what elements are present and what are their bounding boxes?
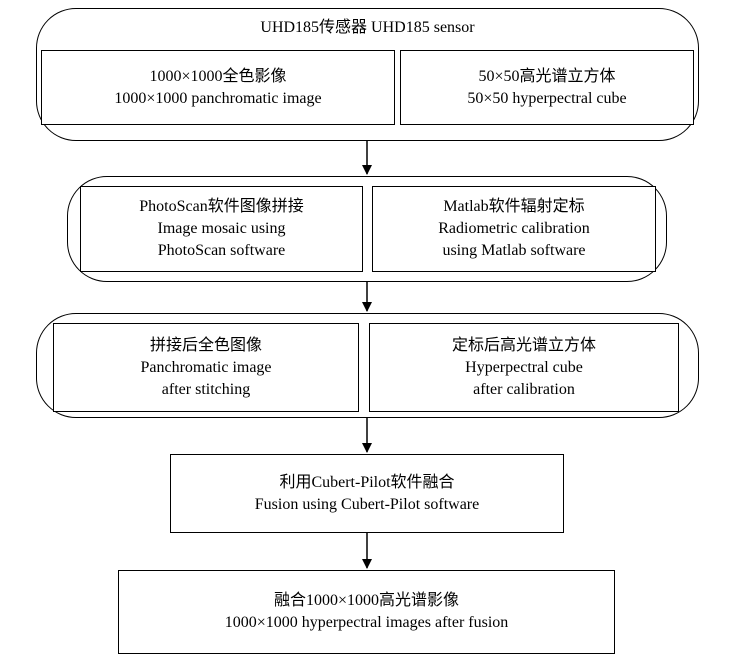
hyperspectral-cube-box: 50×50高光谱立方体 50×50 hyperpectral cube — [400, 50, 694, 125]
cube-label-en: 50×50 hyperpectral cube — [467, 89, 627, 107]
mosaic-label-en-2: PhotoScan software — [157, 242, 286, 259]
pan-label-cn: 1000×1000全色影像 — [149, 67, 287, 85]
fusion-label-en: Fusion using Cubert-Pilot software — [254, 495, 480, 513]
stitched-label-en-1: Panchromatic image — [140, 358, 272, 376]
processing-group — [67, 176, 667, 282]
panchromatic-image-box: 1000×1000全色影像 1000×1000 panchromatic ima… — [41, 50, 395, 125]
stitched-label-en-2: after stitching — [161, 380, 251, 398]
calibration-label-cn: Matlab软件辐射定标 — [443, 198, 585, 215]
calibration-label-en-2: using Matlab software — [442, 242, 586, 259]
result-label-cn: 融合1000×1000高光谱影像 — [273, 592, 460, 609]
calibrated-label-en-2: after calibration — [473, 380, 575, 398]
calibrated-label-en-1: Hyperpectral cube — [465, 358, 583, 376]
cube-label-cn: 50×50高光谱立方体 — [478, 67, 616, 85]
result-label-en: 1000×1000 hyperpectral images after fusi… — [224, 614, 509, 631]
stitched-panchromatic-box: 拼接后全色图像 Panchromatic image after stitchi… — [53, 323, 359, 412]
pan-label-en: 1000×1000 panchromatic image — [114, 89, 322, 107]
fusion-label-cn: 利用Cubert-Pilot软件融合 — [279, 473, 455, 491]
calibrated-label-cn: 定标后高光谱立方体 — [451, 336, 596, 354]
outputs-group — [36, 313, 699, 418]
fusion-box: 利用Cubert-Pilot软件融合 Fusion using Cubert-P… — [170, 454, 564, 533]
image-mosaic-box: PhotoScan软件图像拼接 Image mosaic using Photo… — [80, 186, 363, 272]
sensor-title: UHD185传感器 UHD185 sensor — [260, 19, 475, 36]
calibrated-cube-box: 定标后高光谱立方体 Hyperpectral cube after calibr… — [369, 323, 679, 412]
result-box: 融合1000×1000高光谱影像 1000×1000 hyperpectral … — [118, 570, 615, 654]
mosaic-label-en-1: Image mosaic using — [157, 220, 286, 237]
mosaic-label-cn: PhotoScan软件图像拼接 — [139, 198, 304, 215]
radiometric-calibration-box: Matlab软件辐射定标 Radiometric calibration usi… — [372, 186, 656, 272]
sensor-group — [36, 8, 699, 141]
stitched-label-cn: 拼接后全色图像 — [149, 336, 262, 354]
calibration-label-en-1: Radiometric calibration — [438, 220, 590, 237]
